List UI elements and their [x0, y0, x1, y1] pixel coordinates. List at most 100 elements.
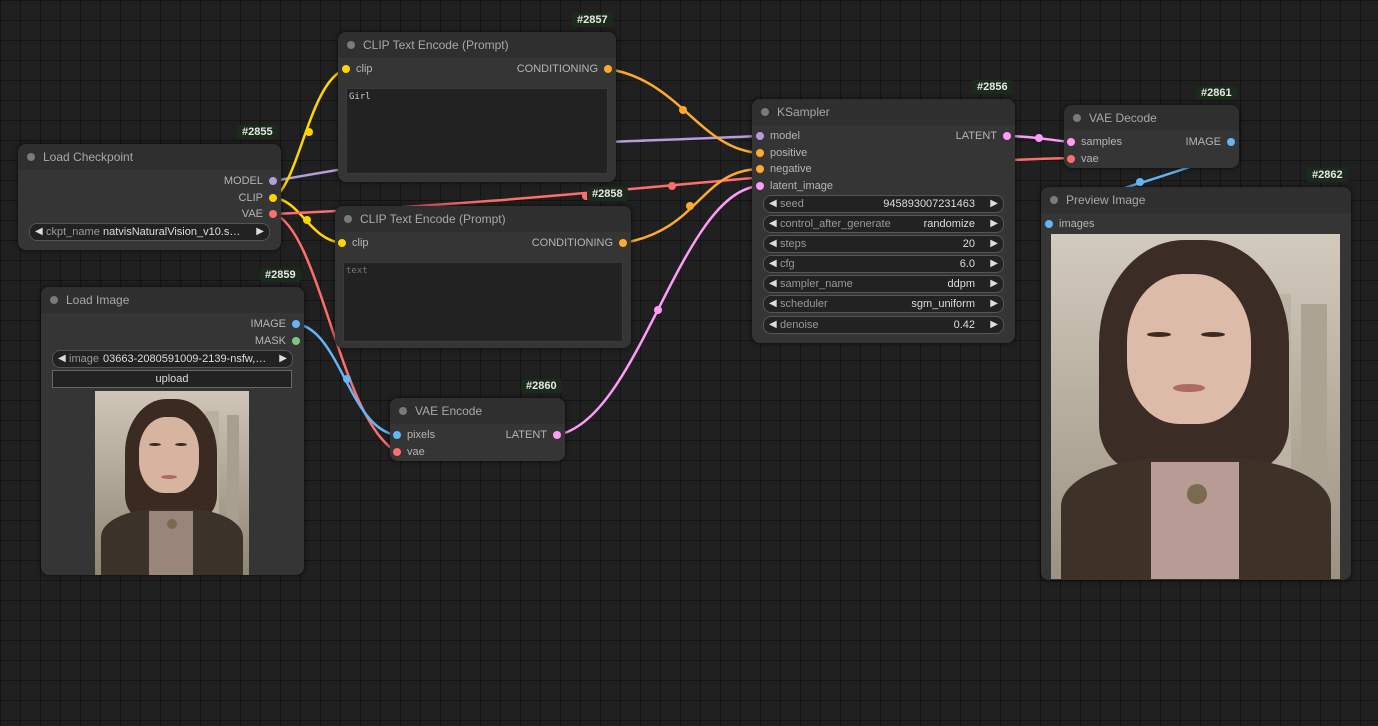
input-slot-pixels[interactable]: pixels: [393, 427, 435, 443]
arrow-right-icon[interactable]: ▶: [256, 226, 264, 237]
input-slot-vae[interactable]: vae: [393, 444, 425, 460]
output-slot-image[interactable]: IMAGE: [251, 316, 300, 332]
wire-midpoint-dot[interactable]: [679, 106, 687, 114]
control-after-generate-widget[interactable]: ◀ control_after_generate randomize ▶: [763, 215, 1004, 233]
node-vae-decode[interactable]: VAE Decode samples vae IMAGE: [1064, 105, 1239, 168]
output-slot-mask[interactable]: MASK: [255, 333, 300, 349]
arrow-left-icon[interactable]: ◀: [769, 319, 777, 330]
slot-dot-icon[interactable]: [292, 320, 300, 328]
ckpt-name-combo[interactable]: ◀ ckpt_name natvisNaturalVision_v10.saf……: [29, 223, 270, 241]
image-combo[interactable]: ◀ image 03663-2080591009-2139-nsfw, e… ▶: [52, 350, 293, 368]
wire-midpoint-dot[interactable]: [343, 375, 351, 383]
input-slot-positive[interactable]: positive: [756, 145, 807, 161]
output-slot-image[interactable]: IMAGE: [1186, 134, 1235, 150]
collapse-dot-icon[interactable]: [1073, 114, 1081, 122]
node-title[interactable]: Load Image: [41, 287, 304, 313]
input-slot-negative[interactable]: negative: [756, 161, 812, 177]
cfg-widget[interactable]: ◀ cfg 6.0 ▶: [763, 255, 1004, 273]
collapse-dot-icon[interactable]: [761, 108, 769, 116]
slot-dot-icon[interactable]: [604, 65, 612, 73]
node-title[interactable]: Load Checkpoint: [18, 144, 281, 170]
arrow-left-icon[interactable]: ◀: [769, 218, 777, 229]
upload-button[interactable]: upload: [52, 370, 292, 388]
output-slot-vae[interactable]: VAE: [242, 206, 277, 222]
input-slot-latent-image[interactable]: latent_image: [756, 178, 833, 194]
collapse-dot-icon[interactable]: [50, 296, 58, 304]
input-slot-samples[interactable]: samples: [1067, 134, 1122, 150]
arrow-right-icon[interactable]: ▶: [990, 319, 998, 330]
node-title[interactable]: Preview Image: [1041, 187, 1351, 213]
slot-dot-icon[interactable]: [1067, 138, 1075, 146]
collapse-dot-icon[interactable]: [399, 407, 407, 415]
wire-midpoint-dot[interactable]: [1035, 134, 1043, 142]
input-slot-model[interactable]: model: [756, 128, 800, 144]
node-vae-encode[interactable]: VAE Encode pixels vae LATENT: [390, 398, 565, 461]
slot-dot-icon[interactable]: [553, 431, 561, 439]
output-slot-conditioning[interactable]: CONDITIONING: [517, 61, 612, 77]
collapse-dot-icon[interactable]: [27, 153, 35, 161]
slot-dot-icon[interactable]: [619, 239, 627, 247]
arrow-left-icon[interactable]: ◀: [769, 298, 777, 309]
collapse-dot-icon[interactable]: [347, 41, 355, 49]
wire-midpoint-dot[interactable]: [654, 306, 662, 314]
input-slot-clip[interactable]: clip: [342, 61, 373, 77]
arrow-left-icon[interactable]: ◀: [58, 353, 66, 364]
node-clip-text-encode-positive[interactable]: CLIP Text Encode (Prompt) clip CONDITION…: [338, 32, 616, 182]
arrow-right-icon[interactable]: ▶: [990, 238, 998, 249]
slot-dot-icon[interactable]: [338, 239, 346, 247]
arrow-left-icon[interactable]: ◀: [769, 278, 777, 289]
seed-widget[interactable]: ◀ seed 945893007231463 ▶: [763, 195, 1004, 213]
slot-dot-icon[interactable]: [269, 194, 277, 202]
arrow-left-icon[interactable]: ◀: [769, 258, 777, 269]
arrow-left-icon[interactable]: ◀: [769, 238, 777, 249]
input-slot-images[interactable]: images: [1045, 216, 1094, 232]
node-title[interactable]: VAE Decode: [1064, 105, 1239, 131]
arrow-right-icon[interactable]: ▶: [990, 278, 998, 289]
input-slot-clip[interactable]: clip: [338, 235, 369, 251]
arrow-right-icon[interactable]: ▶: [990, 258, 998, 269]
arrow-right-icon[interactable]: ▶: [990, 298, 998, 309]
node-preview-image[interactable]: Preview Image images: [1041, 187, 1351, 580]
node-load-checkpoint[interactable]: Load Checkpoint MODEL CLIP VAE ◀ ckpt_na…: [18, 144, 281, 250]
wire-midpoint-dot[interactable]: [305, 128, 313, 136]
wire-midpoint-dot[interactable]: [668, 182, 676, 190]
output-slot-clip[interactable]: CLIP: [239, 190, 277, 206]
collapse-dot-icon[interactable]: [344, 215, 352, 223]
slot-dot-icon[interactable]: [756, 132, 764, 140]
arrow-right-icon[interactable]: ▶: [990, 218, 998, 229]
slot-dot-icon[interactable]: [1227, 138, 1235, 146]
slot-dot-icon[interactable]: [393, 431, 401, 439]
slot-dot-icon[interactable]: [1003, 132, 1011, 140]
output-slot-model[interactable]: MODEL: [224, 173, 277, 189]
output-slot-latent[interactable]: LATENT: [956, 128, 1011, 144]
scheduler-widget[interactable]: ◀ scheduler sgm_uniform ▶: [763, 295, 1004, 313]
node-title[interactable]: VAE Encode: [390, 398, 565, 424]
wire-midpoint-dot[interactable]: [686, 202, 694, 210]
prompt-textarea[interactable]: Girl: [346, 88, 608, 174]
slot-dot-icon[interactable]: [393, 448, 401, 456]
output-slot-conditioning[interactable]: CONDITIONING: [532, 235, 627, 251]
arrow-left-icon[interactable]: ◀: [769, 198, 777, 209]
node-load-image[interactable]: Load Image IMAGE MASK ◀ image 03663-2080…: [41, 287, 304, 575]
slot-dot-icon[interactable]: [269, 177, 277, 185]
output-slot-latent[interactable]: LATENT: [506, 427, 561, 443]
slot-dot-icon[interactable]: [1067, 155, 1075, 163]
arrow-right-icon[interactable]: ▶: [990, 198, 998, 209]
prompt-textarea[interactable]: text: [343, 262, 623, 342]
slot-dot-icon[interactable]: [269, 210, 277, 218]
collapse-dot-icon[interactable]: [1050, 196, 1058, 204]
node-clip-text-encode-negative[interactable]: CLIP Text Encode (Prompt) clip CONDITION…: [335, 206, 631, 348]
wire-midpoint-dot[interactable]: [303, 216, 311, 224]
input-slot-vae[interactable]: vae: [1067, 151, 1099, 167]
denoise-widget[interactable]: ◀ denoise 0.42 ▶: [763, 316, 1004, 334]
slot-dot-icon[interactable]: [342, 65, 350, 73]
slot-dot-icon[interactable]: [756, 149, 764, 157]
node-title[interactable]: CLIP Text Encode (Prompt): [335, 206, 631, 232]
wire-midpoint-dot[interactable]: [1136, 178, 1144, 186]
slot-dot-icon[interactable]: [1045, 220, 1053, 228]
node-ksampler[interactable]: KSampler model positive negative latent_…: [752, 99, 1015, 343]
steps-widget[interactable]: ◀ steps 20 ▶: [763, 235, 1004, 253]
node-title[interactable]: KSampler: [752, 99, 1015, 125]
arrow-left-icon[interactable]: ◀: [35, 226, 43, 237]
slot-dot-icon[interactable]: [292, 337, 300, 345]
